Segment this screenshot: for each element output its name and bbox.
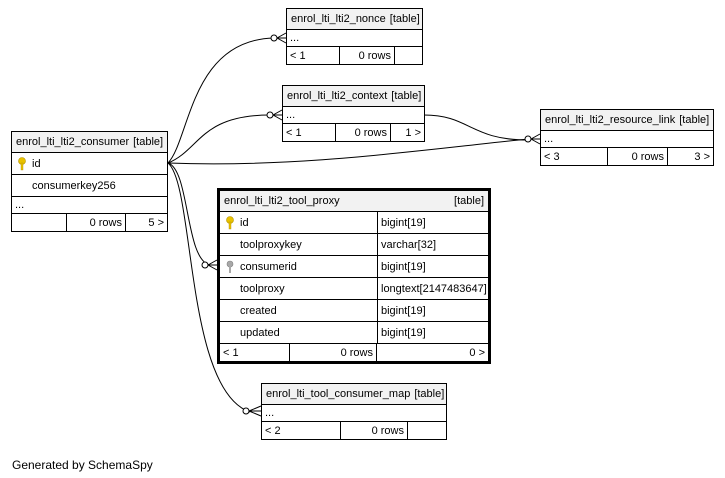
column-type: bigint[19] (377, 300, 488, 321)
column-name: toolproxy (240, 282, 285, 295)
row-count: 0 rows (67, 214, 126, 231)
table-header[interactable]: enrol_lti_lti2_context [table] (283, 86, 424, 107)
table-kind: [table] (133, 136, 164, 148)
table-footer: < 2 0 rows (262, 422, 446, 439)
table-name: enrol_lti_tool_consumer_map (266, 388, 411, 400)
parents-count: < 1 (287, 47, 340, 64)
table-footer: < 1 0 rows (287, 47, 422, 64)
table-header[interactable]: enrol_lti_lti2_tool_proxy [table] (220, 191, 488, 212)
table-kind: [table] (414, 388, 445, 400)
primary-key-icon (226, 216, 234, 230)
more-columns: ... (541, 131, 713, 148)
edge-consumer-consumer-map (167, 162, 251, 413)
table-tool-proxy[interactable]: enrol_lti_lti2_tool_proxy [table] id big… (217, 188, 491, 364)
parents-count: < 3 (541, 148, 608, 165)
resource-link-crowfoot (530, 133, 541, 145)
nonce-crowfoot (276, 32, 287, 44)
row-count: 0 rows (608, 148, 668, 165)
column-name: consumerkey256 (32, 179, 116, 192)
children-count: 5 > (148, 216, 164, 229)
table-footer: < 1 0 rows 1 > (283, 124, 424, 141)
row-count: 0 rows (340, 47, 395, 64)
children-count (395, 47, 422, 64)
table-kind: [table] (389, 13, 420, 25)
table-name: enrol_lti_lti2_context (287, 90, 388, 102)
resource-link-zero-marker-a (524, 135, 532, 143)
column-row[interactable]: toolproxykey varchar[32] (220, 234, 488, 256)
edge-consumer-context (167, 114, 271, 164)
edge-context-resource-link (423, 114, 529, 141)
column-type: bigint[19] (377, 212, 488, 233)
column-type: bigint[19] (377, 322, 488, 343)
context-zero-marker (266, 111, 274, 119)
row-count: 0 rows (341, 422, 408, 439)
column-name: id (240, 216, 249, 229)
table-resource-link[interactable]: enrol_lti_lti2_resource_link [table] ...… (540, 109, 714, 166)
children-count: 3 > (694, 150, 710, 163)
edge-consumer-tool-proxy (167, 162, 211, 266)
column-row[interactable]: updated bigint[19] (220, 322, 488, 344)
row-count: 0 rows (290, 344, 377, 361)
children-count: 1 > (405, 126, 421, 139)
table-nonce[interactable]: enrol_lti_lti2_nonce [table] ... < 1 0 r… (286, 8, 423, 65)
consumer-map-crowfoot (248, 405, 262, 417)
more-columns: ... (287, 30, 422, 47)
column-row[interactable]: toolproxy longtext[2147483647] (220, 278, 488, 300)
edge-consumer-resource-link (167, 138, 529, 165)
table-context[interactable]: enrol_lti_lti2_context [table] ... < 1 0… (282, 85, 425, 142)
children-count: 0 > (469, 346, 485, 359)
table-footer: < 3 0 rows 3 > (541, 148, 713, 165)
column-row[interactable]: id (12, 153, 167, 175)
table-header[interactable]: enrol_lti_lti2_consumer [table] (12, 132, 167, 153)
table-name: enrol_lti_lti2_nonce (291, 13, 386, 25)
column-type: bigint[19] (377, 256, 488, 277)
children-count (408, 422, 446, 439)
tool-proxy-zero-marker (201, 261, 209, 269)
column-name: created (240, 304, 277, 317)
column-name: updated (240, 326, 280, 339)
primary-key-icon (18, 157, 26, 171)
table-name: enrol_lti_lti2_tool_proxy (224, 195, 340, 207)
row-count: 0 rows (336, 124, 391, 141)
parents-count (12, 214, 67, 231)
column-type: longtext[2147483647] (377, 278, 488, 299)
more-columns: ... (283, 107, 424, 124)
edge-consumer-nonce (167, 37, 275, 164)
generated-by-note: Generated by SchemaSpy (12, 458, 153, 472)
table-footer: 0 rows 5 > (12, 214, 167, 231)
column-name: id (32, 157, 41, 170)
more-columns: ... (262, 405, 446, 422)
tool-proxy-crowfoot (207, 259, 218, 271)
parents-count: < 2 (262, 422, 341, 439)
column-type: varchar[32] (377, 234, 488, 255)
table-name: enrol_lti_lti2_resource_link (545, 114, 676, 126)
column-row[interactable]: created bigint[19] (220, 300, 488, 322)
parents-count: < 1 (283, 124, 336, 141)
table-kind: [table] (454, 195, 484, 207)
table-consumer-map[interactable]: enrol_lti_tool_consumer_map [table] ... … (261, 383, 447, 440)
context-crowfoot (272, 109, 283, 121)
table-footer: < 1 0 rows 0 > (220, 344, 488, 361)
consumer-map-zero-marker (242, 407, 250, 415)
table-header[interactable]: enrol_lti_tool_consumer_map [table] (262, 384, 446, 405)
table-consumer[interactable]: enrol_lti_lti2_consumer [table] id consu… (11, 131, 168, 232)
column-name: consumerid (240, 260, 297, 273)
column-row[interactable]: id bigint[19] (220, 212, 488, 234)
table-kind: [table] (391, 90, 422, 102)
table-header[interactable]: enrol_lti_lti2_resource_link [table] (541, 110, 713, 131)
table-header[interactable]: enrol_lti_lti2_nonce [table] (287, 9, 422, 30)
foreign-key-icon (226, 260, 234, 273)
parents-count: < 1 (220, 344, 290, 361)
nonce-zero-marker (270, 34, 278, 42)
column-row[interactable]: consumerkey256 (12, 175, 167, 197)
more-columns: ... (12, 197, 167, 214)
column-name: toolproxykey (240, 238, 302, 251)
table-name: enrol_lti_lti2_consumer (16, 136, 130, 148)
column-row[interactable]: consumerid bigint[19] (220, 256, 488, 278)
table-kind: [table] (679, 114, 710, 126)
